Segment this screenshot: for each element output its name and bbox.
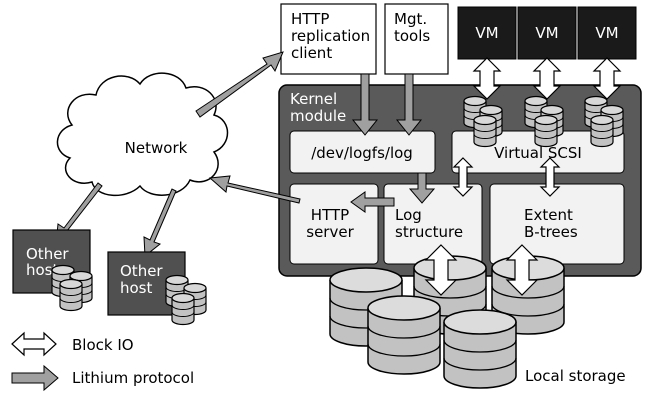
log-structure-label: structure xyxy=(395,223,463,241)
block-io-arrow xyxy=(472,57,502,100)
vm-box xyxy=(517,6,577,60)
legend-block-io-label: Block IO xyxy=(72,336,134,354)
block-io-arrow xyxy=(539,157,561,197)
vm-label: VM xyxy=(535,24,558,42)
extent-btrees-label: Extent xyxy=(524,206,573,224)
other-host-label: Other xyxy=(26,245,69,263)
local-storage-label: Local storage xyxy=(525,367,626,385)
block-io-arrow xyxy=(452,157,474,197)
mgt-tools-box xyxy=(384,3,449,75)
block-io-arrow xyxy=(424,244,458,296)
virtual-scsi-label: Virtual SCSI xyxy=(494,144,582,162)
other-host-label: host xyxy=(26,261,58,279)
log-structure-label: Log xyxy=(395,206,422,224)
other-host-disks xyxy=(165,274,207,326)
lithium-arrow-tools-to-logfs xyxy=(395,73,423,136)
mgt-tools-label: tools xyxy=(394,27,430,45)
vm-label: VM xyxy=(595,24,618,42)
dev-logfs-label: /dev/logfs/log xyxy=(311,144,413,162)
extent-btrees-label: B-trees xyxy=(524,223,578,241)
network-cloud xyxy=(56,72,229,197)
network-label: Network xyxy=(125,139,188,157)
block-io-arrow xyxy=(592,57,622,100)
block-io-arrow xyxy=(532,57,562,100)
http-server-label: HTTP xyxy=(311,206,349,224)
vm-box xyxy=(577,6,637,60)
other-host-label: Other xyxy=(120,262,163,280)
block-io-arrow xyxy=(505,244,539,296)
http-replication-client-label: HTTP xyxy=(291,10,329,28)
lithium-arrow-network-to-host xyxy=(143,188,177,257)
http-replication-client-box xyxy=(280,3,377,75)
lithium-arrow-server-to-network xyxy=(208,175,301,204)
mgt-tools-label: Mgt. xyxy=(394,10,427,28)
lithium-arrow-network-to-client xyxy=(195,51,284,118)
legend-lithium-protocol-icon xyxy=(11,364,59,392)
lithium-arrow-client-to-logfs xyxy=(351,73,379,136)
vm-box xyxy=(457,6,517,60)
lithium-arrow-logfs-to-log xyxy=(408,172,436,204)
kernel-module-label: module xyxy=(290,107,346,125)
kernel-module-label: Kernel xyxy=(290,90,337,108)
lithium-arrow-log-to-server xyxy=(350,191,395,213)
http-replication-client-label: client xyxy=(291,44,332,62)
legend-lithium-protocol-label: Lithium protocol xyxy=(72,369,194,387)
vm-label: VM xyxy=(475,24,498,42)
http-server-label: server xyxy=(306,223,354,241)
http-replication-client-label: replication xyxy=(291,27,370,45)
other-host-disks xyxy=(51,264,93,312)
other-host-label: host xyxy=(120,279,152,297)
legend-block-io-icon xyxy=(11,331,57,357)
